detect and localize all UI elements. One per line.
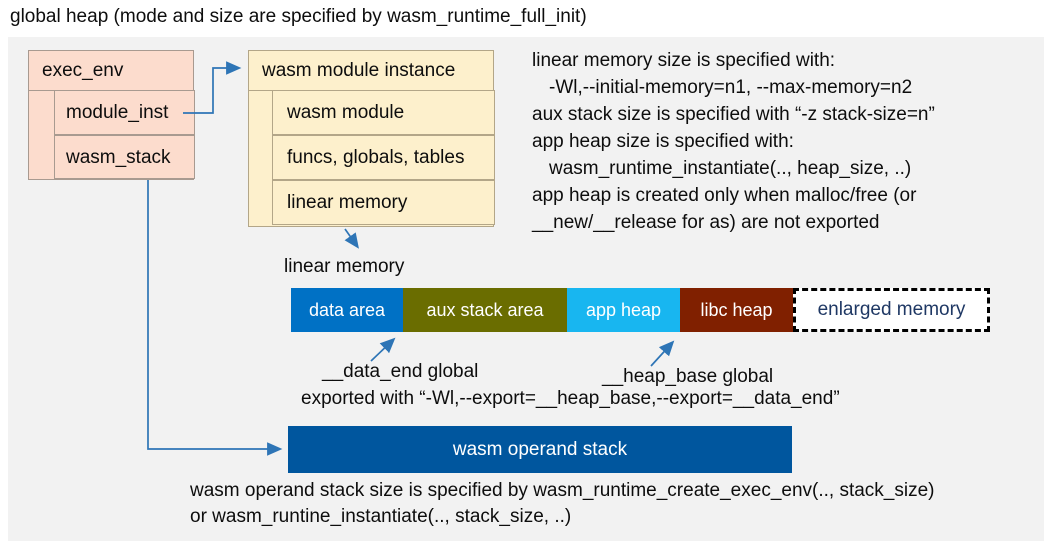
- exec-env-row-wasm-stack: wasm_stack: [54, 135, 195, 179]
- linear-memory-label: linear memory: [284, 256, 405, 277]
- segment-enlarged-memory: enlarged memory: [793, 288, 990, 332]
- operand-stack-box: wasm operand stack: [288, 426, 792, 473]
- diagram-title: global heap (mode and size are specified…: [10, 6, 587, 27]
- row-linear-memory: linear memory: [272, 180, 495, 225]
- note-line: wasm_runtime_instantiate(.., heap_size, …: [549, 158, 912, 179]
- linear-memory-bar: data area aux stack area app heap libc h…: [291, 288, 990, 332]
- memory-size-notes: linear memory size is specified with: -W…: [532, 47, 1037, 236]
- operand-stack-note-1: wasm operand stack size is specified by …: [190, 480, 935, 501]
- module-instance-box: wasm module instance wasm module funcs, …: [248, 50, 495, 227]
- segment-libc-heap: libc heap: [680, 288, 793, 332]
- segment-data-area: data area: [291, 288, 403, 332]
- note-line: aux stack size is specified with “-z sta…: [532, 104, 935, 125]
- row-funcs-globals-tables: funcs, globals, tables: [272, 135, 495, 180]
- note-line: -Wl,--initial-memory=n1, --max-memory=n2: [549, 77, 913, 98]
- segment-aux-stack-area: aux stack area: [403, 288, 567, 332]
- exec-env-row-module-inst: module_inst: [54, 90, 195, 135]
- segment-app-heap: app heap: [567, 288, 680, 332]
- row-wasm-module: wasm module: [272, 90, 495, 135]
- operand-stack-notes: wasm operand stack size is specified by …: [190, 478, 935, 530]
- note-line: __new/__release for as) are not exported: [532, 212, 880, 233]
- heap-base-global-label: __heap_base global: [602, 366, 774, 387]
- module-instance-title: wasm module instance: [249, 51, 493, 91]
- note-line: app heap size is specified with:: [532, 131, 794, 152]
- export-note: exported with “-Wl,--export=__heap_base,…: [301, 388, 840, 409]
- exec-env-title: exec_env: [29, 51, 193, 91]
- exec-env-box: exec_env module_inst wasm_stack: [28, 50, 195, 180]
- note-line: app heap is created only when malloc/fre…: [532, 185, 917, 206]
- operand-stack-label: wasm operand stack: [452, 438, 628, 460]
- operand-stack-note-2: or wasm_runtine_instantiate(.., stack_si…: [190, 506, 572, 527]
- data-end-global-label: __data_end global: [322, 361, 479, 382]
- note-line: linear memory size is specified with:: [532, 50, 836, 71]
